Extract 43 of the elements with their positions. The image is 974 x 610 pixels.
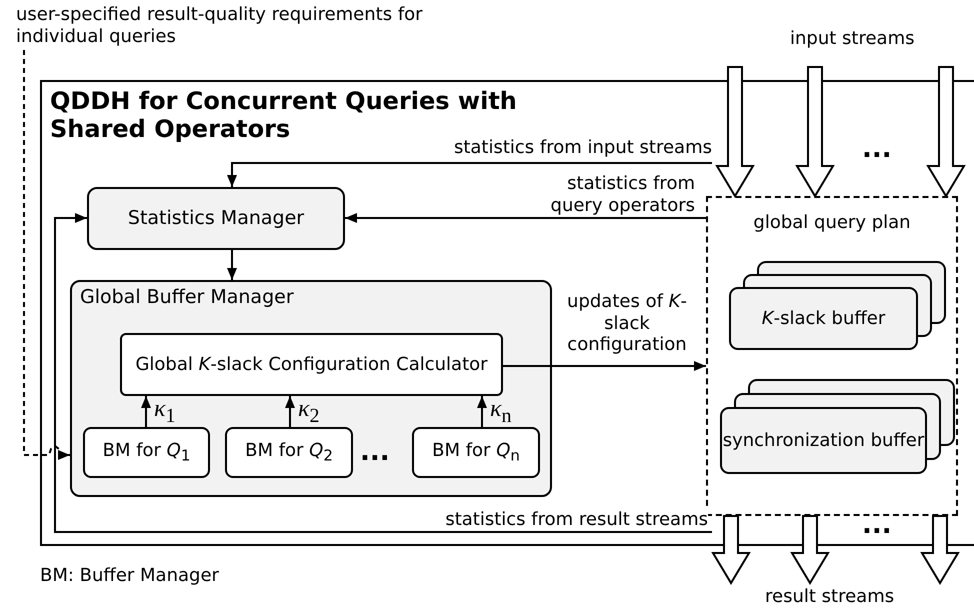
box-label: K-slack buffer (760, 306, 886, 331)
arrow (227, 250, 237, 280)
ellipsis: ... (360, 437, 390, 468)
arrow (54, 213, 712, 533)
stream-arrow (715, 66, 755, 198)
process-box (412, 427, 540, 478)
arrow (345, 213, 706, 223)
stacked-buffer-cards (720, 379, 955, 474)
ellipsis: ... (862, 510, 892, 542)
arrow (503, 361, 706, 371)
box-label: synchronization buffer (722, 428, 926, 453)
stream-arrow (926, 66, 966, 198)
process-box (87, 187, 345, 250)
dashed-arrow (23, 50, 70, 460)
group-box (70, 280, 552, 497)
footnote: BM: Buffer Manager (40, 565, 219, 587)
annotation-text: user-specified result-quality requirements for individual queries (16, 4, 496, 48)
arrow (227, 162, 712, 187)
process-box (225, 427, 353, 478)
stream-arrow (790, 515, 830, 585)
region-heading: global query plan (752, 212, 912, 234)
stream-caption: result streams (765, 586, 894, 608)
box-label: Global K-slack Configuration Calculator (134, 354, 489, 376)
dashed-region (706, 196, 958, 516)
arrow (285, 396, 295, 427)
process-box (120, 333, 503, 396)
stream-arrow (920, 515, 960, 585)
arrow (477, 396, 487, 427)
box-label: BM for Q$_{1}$ (102, 440, 192, 465)
box-label: BM for Q$_{2}$ (244, 440, 334, 465)
stream-arrow (795, 66, 835, 198)
ellipsis: ... (862, 134, 892, 166)
box-label: BM for Q$_{n}$ (431, 440, 521, 465)
edge-label: κ$_{2}$ (298, 397, 320, 426)
box-label: Statistics Manager (126, 207, 306, 230)
edge-label: κ$_{n}$ (490, 397, 512, 426)
stacked-buffer-cards (729, 261, 946, 350)
arrow (141, 396, 151, 427)
edge-label: κ$_{1}$ (154, 397, 176, 426)
stream-caption: input streams (790, 28, 914, 50)
group-heading: Global Buffer Manager (80, 286, 294, 309)
process-box (83, 427, 210, 478)
stream-arrow (711, 515, 751, 585)
